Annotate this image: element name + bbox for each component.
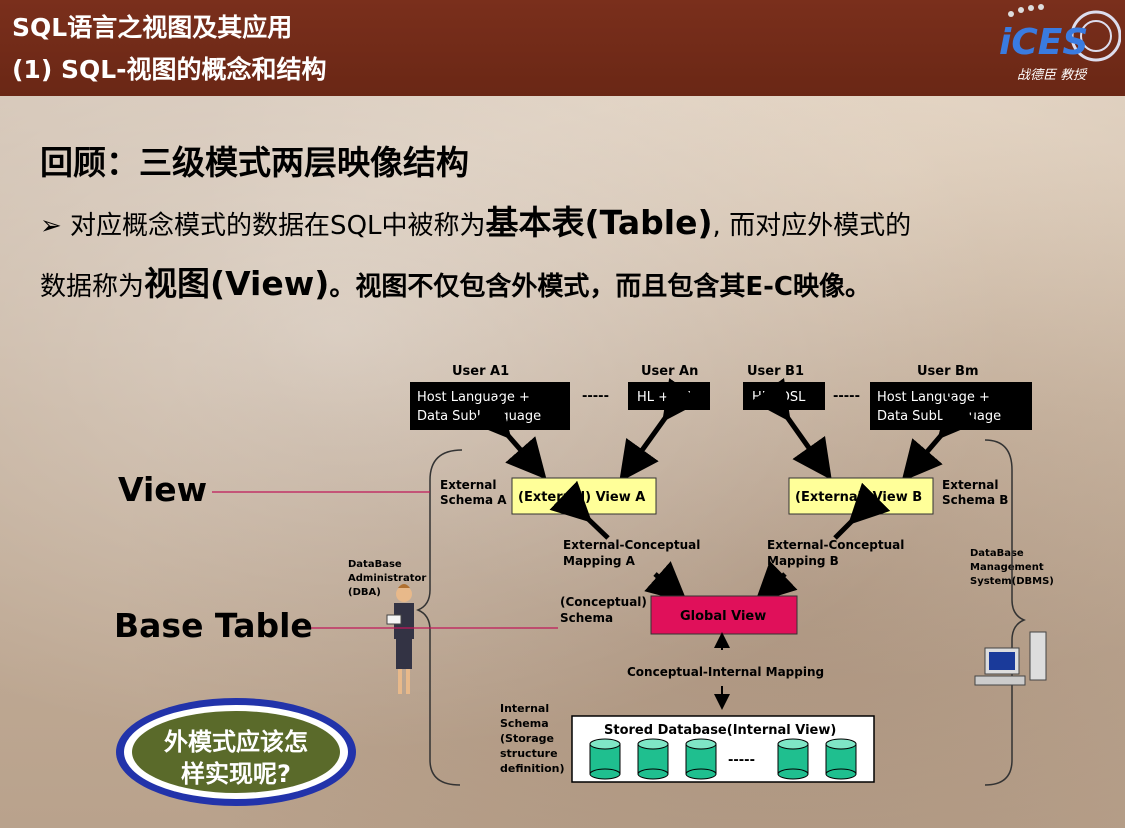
user-to-view-arrows [470,377,979,483]
ec-mapping-a-l1: External-Conceptual [563,538,700,552]
dashes-db: ----- [728,753,755,768]
base-table-label: Base Table [114,606,313,645]
question-oval-text: 外模式应该怎 样实现呢? [116,698,356,808]
ci-mapping-label: Conceptual-Internal Mapping [627,665,824,679]
computer-icon [974,631,1047,686]
database-cylinders [589,738,857,780]
svg-text:Host Language +: Host Language + [417,390,530,405]
host-language-box-bm: Host Language + Data SubLanguage [870,382,1032,430]
question-oval [116,698,356,806]
svg-text:Stored Database(Internal View): Stored Database(Internal View) [604,723,836,738]
svg-text:Data SubLanguage: Data SubLanguage [417,409,541,424]
internal-l5: definition) [500,762,565,775]
svg-text:Global View: Global View [680,609,766,624]
hl-dsl-box-an: HL +DSL [628,382,710,410]
internal-l3: (Storage [500,732,554,745]
left-brace [416,449,463,786]
header-title-line2: (1) SQL-视图的概念和结构 [12,55,327,84]
hl-dsl-box-b1: HL+DSL [743,382,825,410]
svg-text:Host Language +: Host Language + [877,390,990,405]
ec-mapping-arrows [549,480,891,603]
para2-view: 视图(View) [144,264,330,303]
svg-text:Data SubLanguage: Data SubLanguage [877,409,1001,424]
dbms-l1: DataBase [970,548,1024,559]
cylinder-icon [637,738,669,780]
dba-l2: Administrator [348,573,426,584]
dba-l1: DataBase [348,559,402,570]
external-view-a-box: (External) View A [511,477,657,515]
global-view-box: Global View [650,595,798,635]
label-user-b1: User B1 [747,364,804,379]
dba-l3: (DBA) [348,587,381,598]
slide-header: SQL语言之视图及其应用 (1) SQL-视图的概念和结构 iCES 战德臣 教… [0,0,1125,96]
oval-line-2: 样实现呢? [181,760,291,788]
para1-base-table: 基本表(Table) [485,203,713,242]
slide-title: 回顾：三级模式两层映像结构 [40,143,469,182]
dashes-top-2: ----- [833,389,860,404]
author-name: 战德臣 教授 [1017,68,1087,83]
host-language-box-a1: Host Language + Data SubLanguage [410,382,570,430]
label-user-bm: User Bm [917,364,979,379]
dashes-top-1: ----- [582,389,609,404]
ext-schema-b-l1: External [942,478,998,492]
para1-text-c: , 而对应外模式的 [712,211,912,241]
cylinder-icon [589,738,621,780]
label-user-an: User An [641,364,698,379]
internal-l1: Internal [500,702,549,715]
oval-line-1: 外模式应该怎 [164,728,308,756]
ext-schema-a-l2: Schema A [440,493,507,507]
ec-mapping-b-l1: External-Conceptual [767,538,904,552]
conceptual-schema-l1: (Conceptual) [560,595,647,609]
svg-text:(External) View B: (External) View B [795,490,922,505]
bullet-icon: ➢ [40,211,62,241]
svg-text:(External) View A: (External) View A [518,490,645,505]
logo-text: iCES [999,22,1088,63]
cylinder-icon [685,738,717,780]
para2-text-a: 数据称为 [40,272,145,302]
paragraph-1: ➢ 对应概念模式的数据在SQL中被称为基本表(Table), 而对应外模式的 [40,196,1100,244]
paragraph-2: 数据称为视图(View)。视图不仅包含外模式，而且包含其E-C映像。 [40,257,1100,305]
internal-l4: structure [500,747,558,760]
dba-person-icon [386,584,414,694]
ec-mapping-b-l2: Mapping B [767,554,839,568]
ec-mapping-a-l2: Mapping A [563,554,636,568]
svg-text:HL+DSL: HL+DSL [752,390,806,405]
label-user-a1: User A1 [452,364,509,379]
conceptual-schema-l2: Schema [560,611,613,625]
para1-text-a: 对应概念模式的数据在SQL中被称为 [61,211,486,241]
ices-logo: iCES [999,4,1121,63]
para2-text-c: 。视图不仅包含外模式，而且包含其E-C映像。 [329,272,871,302]
ext-schema-a-l1: External [440,478,496,492]
dbms-l2: Management [970,562,1044,573]
stored-database-box: Stored Database(Internal View) [571,715,875,783]
svg-text:HL +DSL: HL +DSL [637,390,695,405]
view-label: View [118,470,208,509]
ext-schema-b-l2: Schema B [942,493,1008,507]
external-view-b-box: (External) View B [788,477,934,515]
cylinder-icon [825,738,857,780]
header-title-line1: SQL语言之视图及其应用 [12,13,293,42]
internal-l2: Schema [500,717,549,730]
cylinder-icon [777,738,809,780]
right-brace [984,439,1026,786]
